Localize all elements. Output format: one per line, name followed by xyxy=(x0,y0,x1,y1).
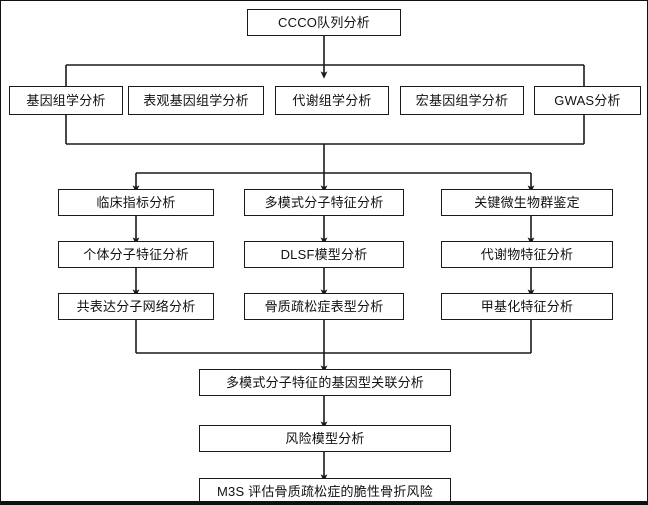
node-coexpression-network-analysis[interactable]: 共表达分子网络分析 xyxy=(58,293,214,320)
node-label: 共表达分子网络分析 xyxy=(76,299,196,314)
node-label: 多模式分子特征的基因型关联分析 xyxy=(225,375,424,390)
node-genotype-association-analysis[interactable]: 多模式分子特征的基因型关联分析 xyxy=(199,369,451,396)
node-clinical-index-analysis[interactable]: 临床指标分析 xyxy=(58,189,214,216)
node-label: 甲基化特征分析 xyxy=(480,299,574,314)
node-m3s-fragility-fracture-risk[interactable]: M3S 评估骨质疏松症的脆性骨折风险 xyxy=(199,478,451,501)
node-label: 骨质疏松症表型分析 xyxy=(264,299,384,314)
node-label: 风险模型分析 xyxy=(285,431,365,446)
node-label: DLSF模型分析 xyxy=(280,247,368,262)
node-metabolomics-analysis[interactable]: 代谢组学分析 xyxy=(275,86,389,115)
node-gwas-analysis[interactable]: GWAS分析 xyxy=(534,86,641,115)
node-label: 表观基因组学分析 xyxy=(143,93,249,108)
node-osteoporosis-phenotype-analysis[interactable]: 骨质疏松症表型分析 xyxy=(244,293,404,320)
node-genomics-analysis[interactable]: 基因组学分析 xyxy=(9,86,123,115)
node-metagenomics-analysis[interactable]: 宏基因组学分析 xyxy=(400,86,524,115)
node-multimodal-molecular-feature-analysis[interactable]: 多模式分子特征分析 xyxy=(244,189,404,216)
node-label: 临床指标分析 xyxy=(96,195,176,210)
node-label: 个体分子特征分析 xyxy=(83,247,189,262)
node-key-microbiome-identification[interactable]: 关键微生物群鉴定 xyxy=(441,189,613,216)
node-individual-molecular-feature-analysis[interactable]: 个体分子特征分析 xyxy=(58,241,214,268)
node-risk-model-analysis[interactable]: 风险模型分析 xyxy=(199,425,451,452)
node-label: 基因组学分析 xyxy=(26,93,106,108)
node-label: 多模式分子特征分析 xyxy=(264,195,384,210)
node-label: GWAS分析 xyxy=(554,93,621,108)
node-ccco-cohort-analysis[interactable]: CCCO队列分析 xyxy=(247,9,401,36)
node-label: 代谢组学分析 xyxy=(292,93,372,108)
node-methylation-feature-analysis[interactable]: 甲基化特征分析 xyxy=(441,293,613,320)
node-metabolite-feature-analysis[interactable]: 代谢物特征分析 xyxy=(441,241,613,268)
node-label: M3S 评估骨质疏松症的脆性骨折风险 xyxy=(217,484,433,499)
node-epigenomics-analysis[interactable]: 表观基因组学分析 xyxy=(128,86,264,115)
node-label: 关键微生物群鉴定 xyxy=(474,195,580,210)
node-dlsf-model-analysis[interactable]: DLSF模型分析 xyxy=(244,241,404,268)
node-label: 代谢物特征分析 xyxy=(480,247,574,262)
node-label: CCCO队列分析 xyxy=(278,15,370,30)
node-label: 宏基因组学分析 xyxy=(415,93,509,108)
